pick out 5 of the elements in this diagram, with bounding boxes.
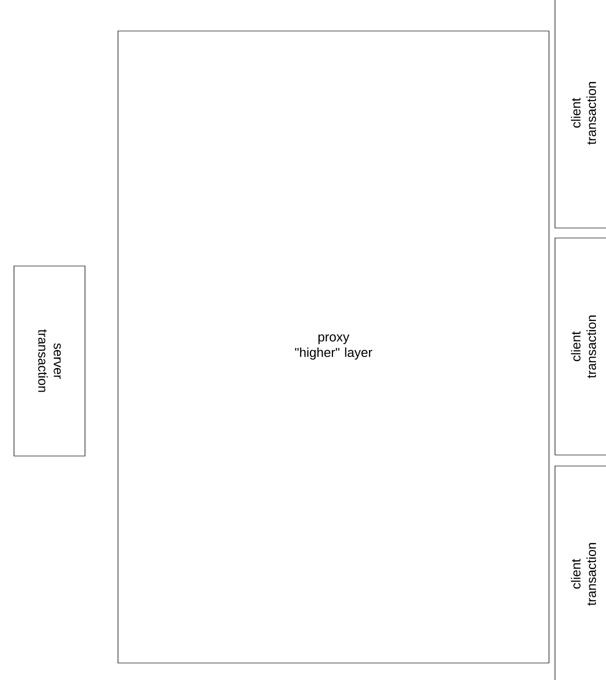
transaction-box: client transaction [554, 466, 606, 680]
transaction-box: client transaction [554, 0, 606, 228]
transaction-box: server transaction [14, 266, 86, 456]
layer-box: proxy "higher" layer [118, 30, 550, 664]
transaction-box: client transaction [554, 238, 606, 456]
